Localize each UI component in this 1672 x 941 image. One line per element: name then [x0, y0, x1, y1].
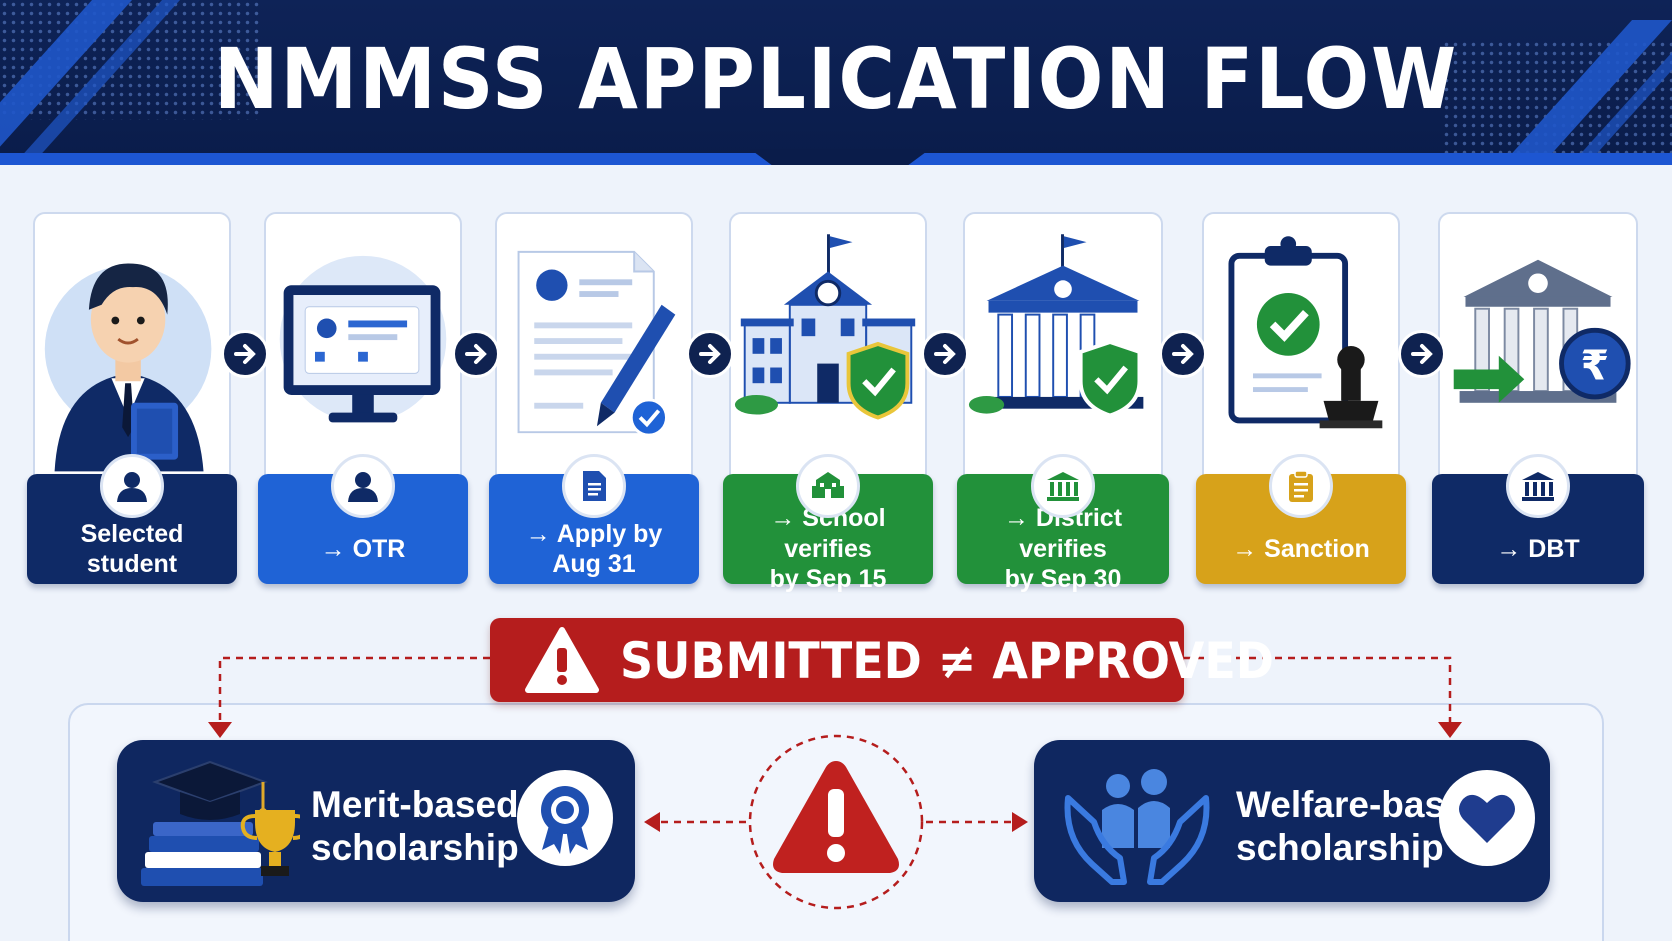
warning-triangle-icon	[773, 761, 899, 873]
step-card-selected-student: Selected student	[27, 212, 237, 584]
flow-arrow-icon	[221, 330, 269, 378]
government-building-icon	[1031, 454, 1095, 518]
step-card-sanction: → Sanction	[1196, 212, 1406, 584]
school-building-illustration	[734, 234, 916, 420]
flow-arrow-icon	[452, 330, 500, 378]
page-title: NMMSS APPLICATION FLOW	[213, 30, 1459, 128]
step-card-otr: → OTR	[258, 212, 468, 584]
merit-scholarship-label: Merit-based scholarship	[311, 784, 519, 868]
caring-hands-people-illustration	[1064, 769, 1210, 885]
step-label-otr: → OTR	[258, 474, 468, 584]
application-form-illustration	[517, 250, 676, 437]
document-icon	[562, 454, 626, 518]
award-ribbon-icon	[517, 770, 613, 866]
step-card-district-verifies: → District verifies by Sep 30	[957, 212, 1169, 593]
computer-illustration	[279, 255, 447, 423]
warning-icon	[525, 627, 599, 693]
heart-icon	[1439, 770, 1535, 866]
graduation-books-trophy-illustration	[141, 760, 300, 886]
clipboard-icon	[1269, 454, 1333, 518]
step-card-dbt: ₹ → DBT	[1432, 212, 1644, 584]
approved-clipboard-illustration	[1228, 236, 1383, 429]
person-icon	[331, 454, 395, 518]
step-label-school-verifies: → School verifies by Sep 15	[723, 474, 933, 593]
flow-arrow-icon	[1398, 330, 1446, 378]
svg-text:₹: ₹	[1581, 341, 1610, 389]
government-building-illustration	[968, 234, 1144, 418]
school-icon	[796, 454, 860, 518]
warning-text: SUBMITTED ≠ APPROVED	[620, 632, 1274, 690]
bank-icon	[1506, 454, 1570, 518]
step-label-dbt: → DBT	[1432, 474, 1644, 584]
header-banner: NMMSS APPLICATION FLOW	[0, 0, 1672, 165]
flow-arrow-icon	[921, 330, 969, 378]
welfare-scholarship-card: Welfare-based scholarship	[1034, 740, 1550, 902]
bank-transfer-illustration: ₹	[1453, 259, 1631, 403]
merit-scholarship-card: Merit-based scholarship	[117, 740, 635, 902]
welfare-scholarship-label: Welfare-based scholarship	[1236, 784, 1489, 868]
person-icon	[100, 454, 164, 518]
submitted-not-approved-banner: SUBMITTED ≠ APPROVED	[490, 618, 1274, 702]
flow-arrow-icon	[686, 330, 734, 378]
student-illustration	[44, 263, 212, 472]
step-label-apply: → Apply by Aug 31	[489, 474, 699, 584]
step-card-school-verifies: → School verifies by Sep 15	[723, 212, 933, 593]
step-card-apply: → Apply by Aug 31	[489, 212, 699, 584]
flow-arrow-icon	[1159, 330, 1207, 378]
header-notch	[750, 149, 930, 165]
